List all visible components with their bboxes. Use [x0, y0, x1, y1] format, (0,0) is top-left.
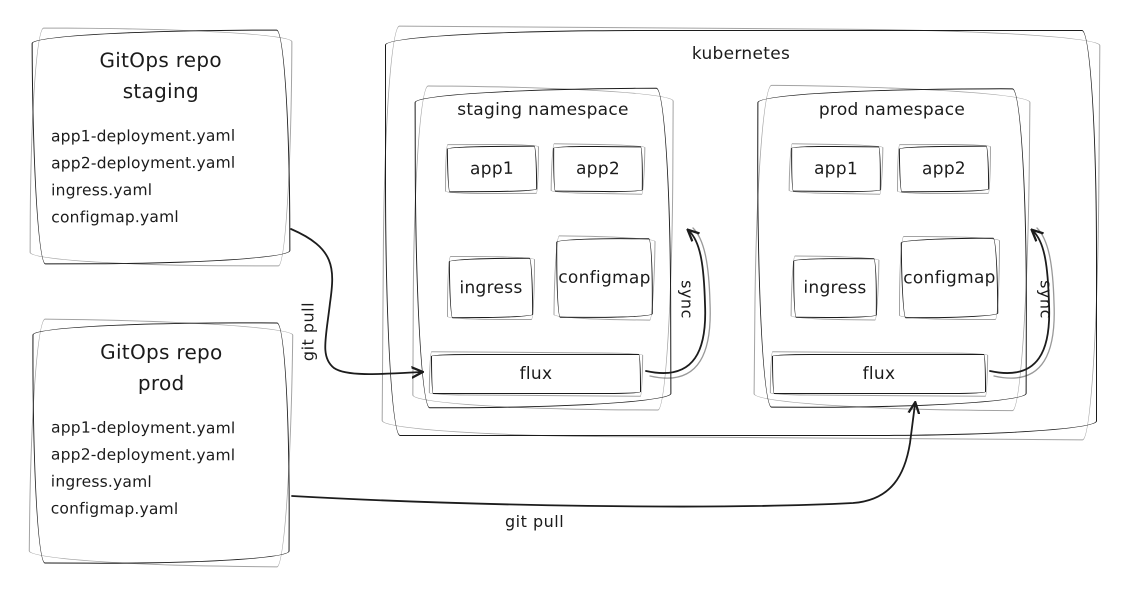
prod-namespace-label: prod namespace [818, 100, 966, 120]
repo-prod-title: GitOps repo prod [51, 337, 271, 400]
file-item: app2-deployment.yaml [51, 153, 236, 173]
staging-sync-label: sync [677, 280, 697, 319]
prod-git-pull-label: git pull [505, 512, 565, 531]
file-item: app1-deployment.yaml [50, 126, 236, 146]
repo-staging-title: GitOps repo staging [51, 45, 271, 108]
prod-app1-box: app1 [790, 145, 882, 193]
staging-configmap-box: configmap [555, 237, 654, 319]
file-item: app2-deployment.yaml [50, 445, 236, 465]
staging-ingress-box: ingress [448, 257, 534, 319]
prod-app2-box: app2 [898, 145, 990, 193]
staging-flux-box: flux [431, 354, 641, 394]
file-item: ingress.yaml [51, 181, 153, 200]
file-item: app1-deployment.yaml [51, 418, 236, 438]
file-item: configmap.yaml [50, 499, 179, 519]
prod-ingress-box: ingress [792, 257, 878, 319]
prod-sync-label: sync [1036, 280, 1056, 319]
staging-app2-box: app2 [552, 145, 644, 193]
file-item: configmap.yaml [51, 208, 179, 227]
prod-flux-box: flux [772, 354, 986, 394]
gitops-repo-staging-box: GitOps repo staging app1-deployment.yaml… [31, 29, 291, 265]
file-item: ingress.yaml [50, 472, 152, 492]
staging-namespace-label: staging namespace [457, 100, 629, 120]
repo-prod-file-list: app1-deployment.yaml app2-deployment.yam… [51, 415, 271, 524]
staging-app1-box: app1 [446, 145, 538, 193]
repo-prod-title-line1: GitOps repo [100, 339, 223, 365]
repo-prod-title-line2: prod [137, 370, 185, 396]
kubernetes-label: kubernetes [691, 44, 791, 64]
gitops-repo-prod-box: GitOps repo prod app1-deployment.yaml ap… [31, 321, 291, 565]
repo-staging-file-list: app1-deployment.yaml app2-deployment.yam… [51, 123, 271, 232]
repo-staging-title-line2: staging [122, 78, 199, 104]
staging-git-pull-label: git pull [298, 301, 318, 362]
repo-staging-title-line1: GitOps repo [99, 47, 222, 73]
prod-configmap-box: configmap [900, 237, 999, 319]
